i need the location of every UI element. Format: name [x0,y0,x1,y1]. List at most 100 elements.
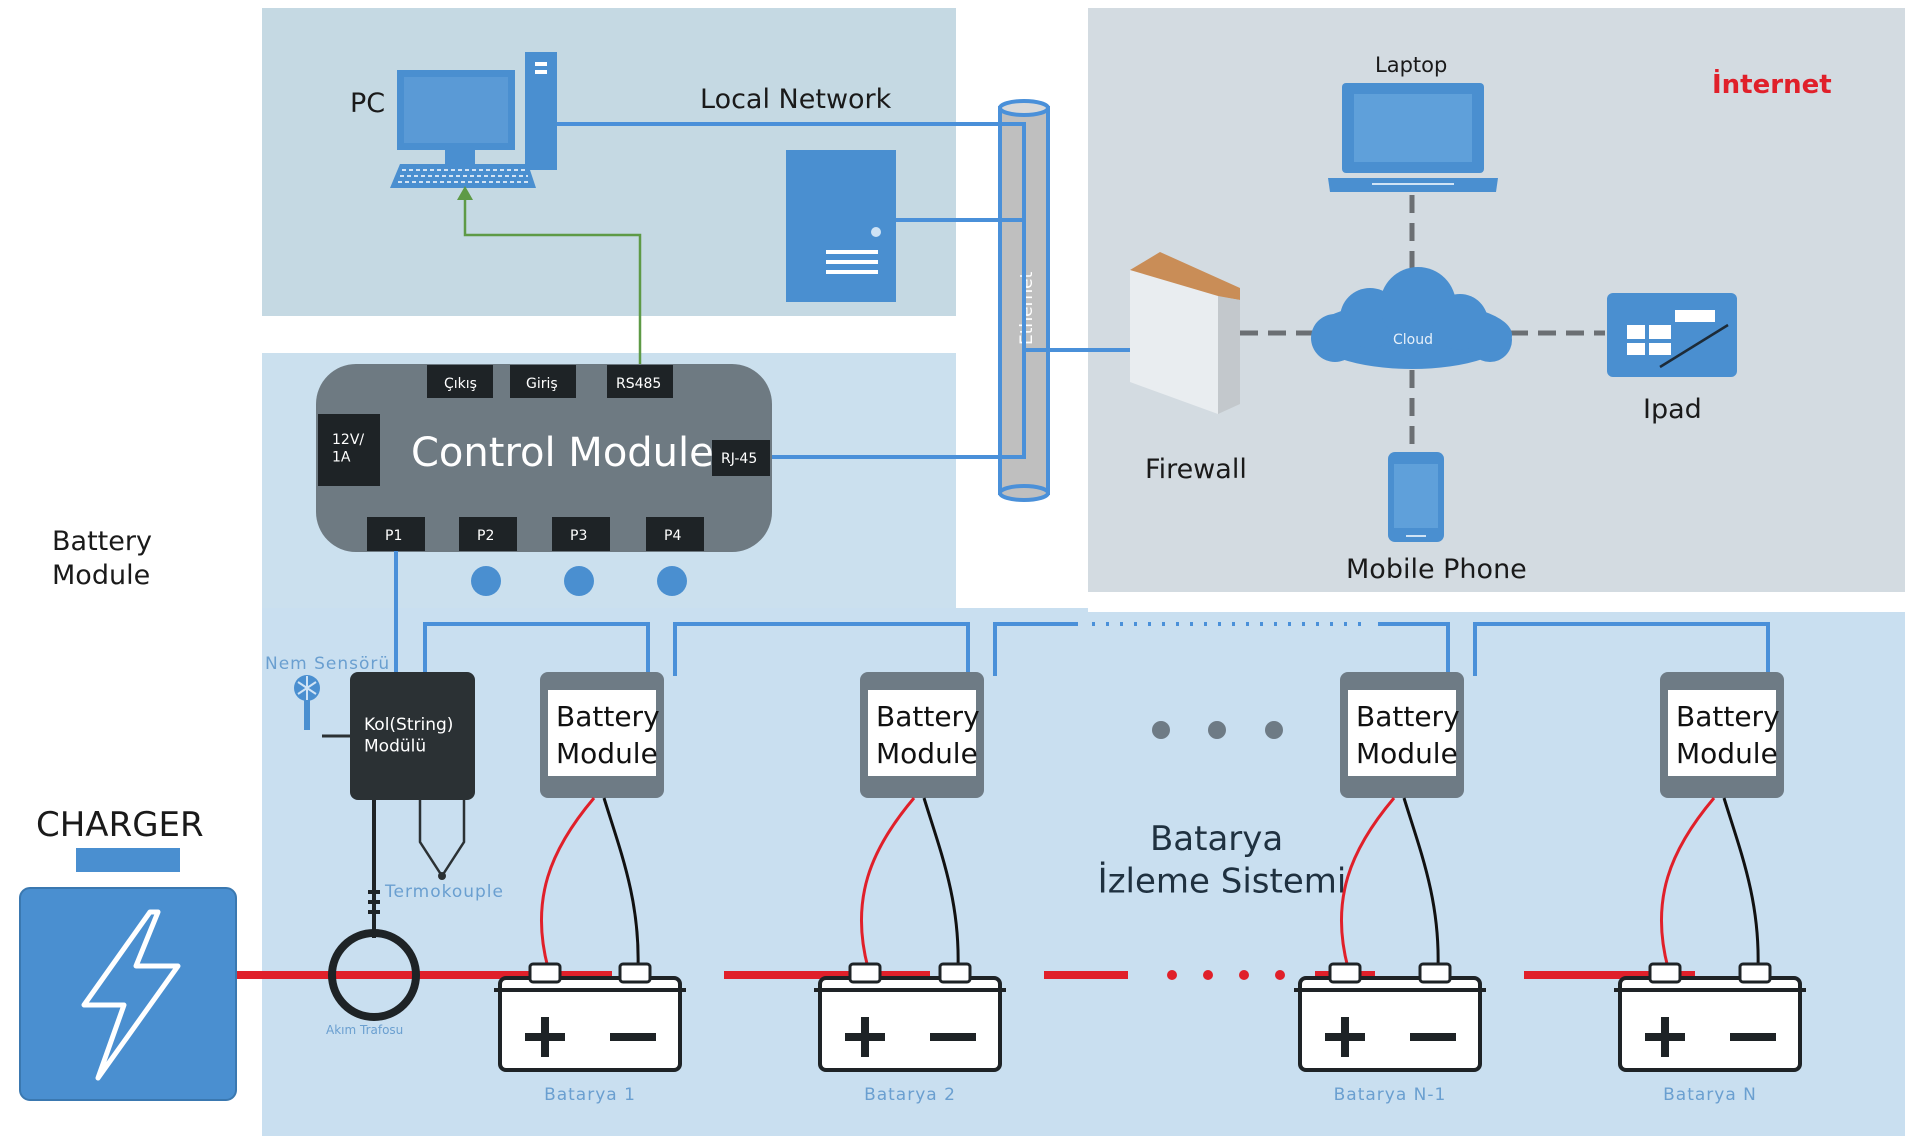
battery-terminal-negative [618,962,652,984]
port-rj45 [712,440,770,476]
current-transformer-icon [328,929,420,1021]
mobile-phone-icon [1388,452,1444,542]
negative-cable [1722,797,1760,969]
firewall-icon [1130,252,1240,414]
indicator-led-3 [657,566,687,596]
battery-terminal-positive [848,962,882,984]
laptop-label: Laptop [1375,53,1447,77]
internet-links [1240,195,1605,445]
pc-label: PC [350,88,385,119]
thermocouple-label: Termokouple [384,882,504,902]
port-p1 [367,517,425,551]
ipad-icon [1607,293,1737,377]
bus-ellipsis-dots [1167,970,1285,980]
port-cikis-label: Çıkış [444,376,477,392]
lightning-icon [81,909,181,1081]
top-ports: Çıkış Giriş RS485 [427,365,673,398]
network-wires [557,122,1130,459]
rs485-arrow-icon [457,186,473,200]
plus-icon [1325,1017,1365,1057]
positive-cable [1340,797,1396,969]
power-port [318,414,380,486]
port-rs485 [607,365,673,398]
port-p3 [552,517,610,551]
battery-terminal-positive [528,962,562,984]
negative-cable [602,797,640,969]
positive-cable [860,797,916,969]
battery-terminal-negative [938,962,972,984]
port-p3-label: P3 [570,528,587,544]
rs485-link [463,192,642,380]
cloud-icon [1311,267,1512,369]
module-bus-wires [423,622,1770,676]
cloud-label: Cloud [1393,332,1433,348]
battery-label: Batarya N-1 [1334,1085,1447,1105]
control-module-body [316,364,772,552]
battery-module-face [868,690,976,776]
control-module-title: Control Module [411,430,714,476]
port-giris-label: Giriş [526,376,558,392]
battery-module-face [1348,690,1456,776]
plus-icon [525,1017,565,1057]
battery-module-face [548,690,656,776]
power-port-label: 12V/ 1A [332,432,369,466]
charger-label: CHARGER [36,805,204,845]
thermocouple-tip-icon [438,872,446,880]
humidity-sensor-icon [294,675,320,730]
internet-title: İnternet [1712,68,1832,100]
port-p4 [646,517,704,551]
battery-label: Batarya 2 [864,1085,956,1105]
local-network-label: Local Network [700,84,892,115]
battery-label: Batarya 1 [544,1085,636,1105]
battery-terminal-negative [1738,962,1772,984]
humidity-sensor-label: Nem Sensörü [265,654,390,674]
port-p2-label: P2 [477,528,494,544]
pc-icon [390,52,557,188]
indicator-led-1 [471,566,501,596]
system-title: Batarya İzleme Sistemi [1098,819,1347,902]
plus-icon [1645,1017,1685,1057]
port-p4-label: P4 [664,528,681,544]
port-p1-label: P1 [385,528,402,544]
battery-terminal-negative [1418,962,1452,984]
port-p2 [459,517,517,551]
indicator-led-2 [564,566,594,596]
port-rs485-label: RS485 [616,376,661,392]
port-giris [510,365,576,398]
left-battery-module-label: Battery Module [52,526,161,591]
plus-icon [845,1017,885,1057]
string-module-label: Kol(String) Modülü [364,715,459,756]
positive-cable [1660,797,1716,969]
positive-cable [540,797,596,969]
module-ellipsis-dots [1152,721,1283,739]
battery-terminal-positive [1328,962,1362,984]
laptop-icon [1328,83,1498,192]
bottom-ports: P1 P2 P3 P4 [367,517,704,551]
ethernet-label: Ethernet [1017,271,1037,345]
negative-cable [922,797,960,969]
firewall-label: Firewall [1145,454,1247,485]
port-cikis [427,365,493,398]
battery-label: Batarya N [1663,1085,1757,1105]
current-transformer-label: Akım Trafosu [326,1023,403,1037]
ct-coil-icon [368,890,380,914]
server-icon [786,150,896,302]
battery-module-face [1668,690,1776,776]
battery-terminal-positive [1648,962,1682,984]
mobile-phone-label: Mobile Phone [1346,554,1527,585]
charger-body [19,887,237,1101]
string-module [350,672,475,800]
negative-cable [1402,797,1440,969]
ipad-label: Ipad [1643,394,1702,425]
